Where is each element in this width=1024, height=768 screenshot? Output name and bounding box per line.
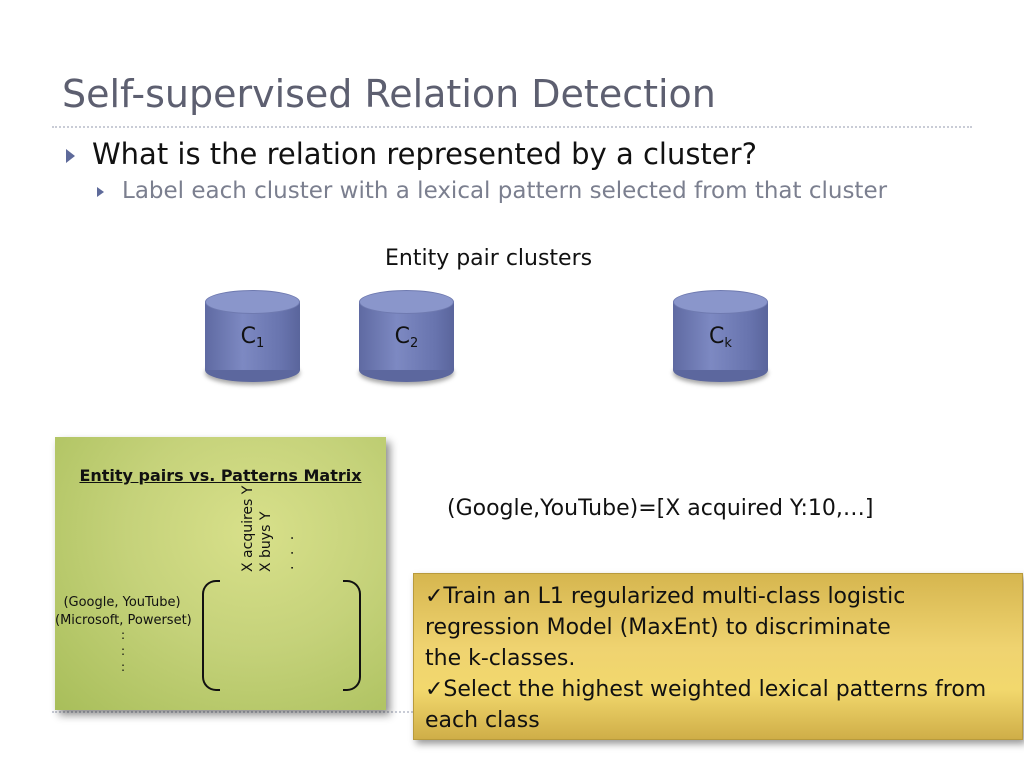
matrix-left-bracket xyxy=(202,580,220,691)
note-line: the k-classes. xyxy=(425,646,576,671)
matrix-column-header: X acquires Y xyxy=(240,485,256,572)
note-line: regression Model (MaxEnt) to discriminat… xyxy=(425,615,891,640)
slide-title: Self-supervised Relation Detection xyxy=(62,72,716,116)
matrix-panel: Entity pairs vs. Patterns Matrix X acqui… xyxy=(55,437,386,710)
cluster-cylinder-1: C1 xyxy=(205,290,300,382)
matrix-row-ellipsis: : xyxy=(121,628,126,642)
matrix-right-bracket xyxy=(343,580,361,691)
cluster-label: C2 xyxy=(394,324,419,351)
cluster-cylinder-k: Ck xyxy=(673,290,768,382)
matrix-row-ellipsis: : xyxy=(121,644,126,658)
bullet-arrow-icon xyxy=(66,149,75,163)
title-divider xyxy=(52,126,972,128)
note-line: ✓Train an L1 regularized multi-class log… xyxy=(425,584,906,609)
example-vector: (Google,YouTube)=[X acquired Y:10,…] xyxy=(447,496,874,521)
matrix-row-label: (Microsoft, Powerset) xyxy=(55,613,192,628)
matrix-title: Entity pairs vs. Patterns Matrix xyxy=(79,466,362,485)
cluster-label: C1 xyxy=(240,324,265,351)
matrix-row-ellipsis: : xyxy=(121,660,126,674)
bullet-sub: Label each cluster with a lexical patter… xyxy=(122,178,888,204)
matrix-row-label: (Google, YouTube) xyxy=(63,595,181,610)
note-line: each class xyxy=(425,708,540,733)
note-callout: ✓Train an L1 regularized multi-class log… xyxy=(413,573,1023,740)
matrix-column-header: X buys Y xyxy=(258,511,274,572)
note-line: ✓Select the highest weighted lexical pat… xyxy=(425,677,987,702)
sub-bullet-arrow-icon xyxy=(97,187,104,197)
cluster-cylinder-2: C2 xyxy=(359,290,454,382)
clusters-label: Entity pair clusters xyxy=(385,246,593,271)
cluster-label: Ck xyxy=(709,324,732,351)
bullet-main: What is the relation represented by a cl… xyxy=(92,137,757,171)
matrix-column-ellipsis: . . . xyxy=(281,532,297,570)
